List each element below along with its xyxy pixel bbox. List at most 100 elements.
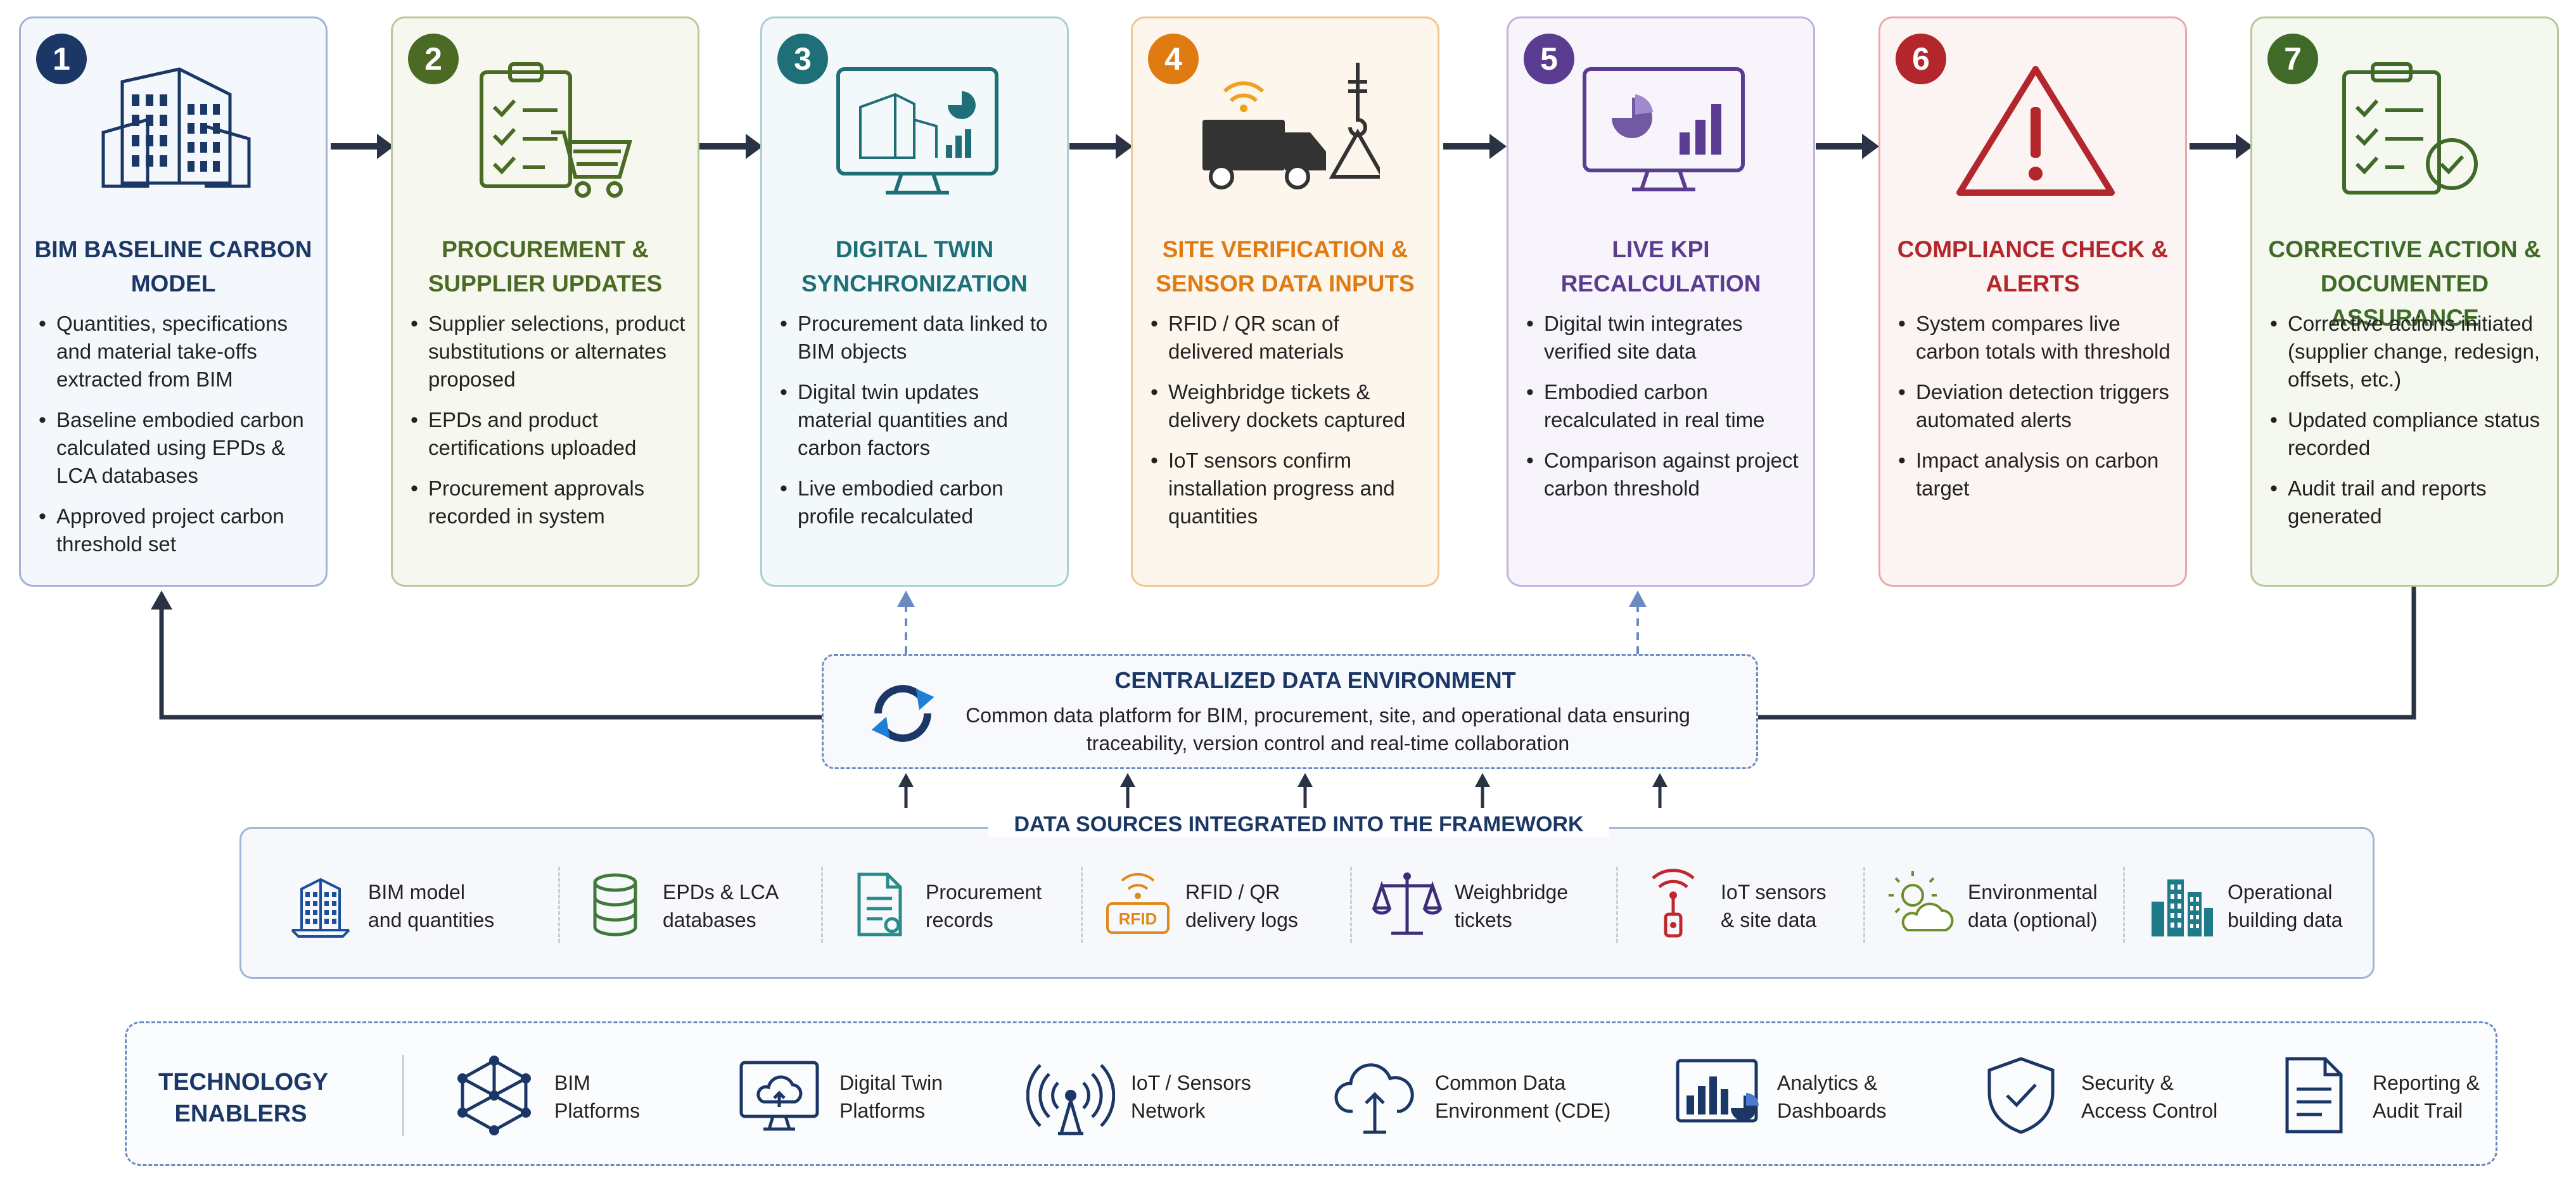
stage-bullet: Digital twin integrates verified site da…	[1525, 310, 1802, 366]
stage-bullet: Embodied carbon recalculated in real tim…	[1525, 378, 1802, 434]
stage-bullet: Deviation detection triggers automated a…	[1897, 378, 2174, 434]
data-sources-panel: BIM model and quantities EPDs & LCA datab…	[239, 827, 2375, 979]
stage-number-badge: 7	[2267, 34, 2318, 84]
stage-title: LIVE KPI RECALCULATION	[1560, 236, 1761, 297]
divider	[1616, 867, 1618, 943]
cde-description: Common data platform for BIM, procuremen…	[966, 704, 1690, 755]
stage-bullet: Comparison against project carbon thresh…	[1525, 447, 1802, 502]
data-source-label: EPDs & LCA databases	[663, 881, 779, 931]
stage-title: DIGITAL TWIN SYNCHRONIZATION	[801, 236, 1028, 297]
stage-bullet: IoT sensors confirm installation progres…	[1149, 447, 1426, 530]
divider	[402, 1055, 404, 1136]
divider	[1081, 867, 1083, 943]
cloud-upload-icon	[1334, 1063, 1414, 1134]
stage-bullet: Updated compliance status recorded	[2269, 406, 2546, 462]
stage-bullet: Live embodied carbon profile recalculate…	[779, 475, 1055, 530]
stage-number-badge: 5	[1524, 34, 1574, 84]
stage-flow-arrows	[331, 134, 2253, 159]
data-source-label: RFID / QR delivery logs	[1185, 881, 1298, 931]
stage-bullet: Impact analysis on carbon target	[1897, 447, 2174, 502]
technology-enabler-label: Reporting & Audit Trail	[2373, 1071, 2480, 1122]
analytics-icon	[1676, 1059, 1759, 1123]
data-sources-title: DATA SOURCES INTEGRATED INTO THE FRAMEWO…	[988, 812, 1609, 837]
report-icon	[2285, 1057, 2343, 1134]
cde-title: CENTRALIZED DATA ENVIRONMENT	[1114, 667, 1516, 693]
stage-number-badge: 6	[1896, 34, 1946, 84]
stage-number-badge: 4	[1148, 34, 1199, 84]
technology-enabler-label: IoT / Sensors Network	[1131, 1071, 1251, 1122]
network-cube-icon	[457, 1056, 531, 1135]
stage-title: SITE VERIFICATION & SENSOR DATA INPUTS	[1156, 236, 1415, 297]
stage-bullet: Procurement approvals recorded in system	[409, 475, 686, 530]
stage-number-badge: 1	[36, 34, 87, 84]
shield-check-icon	[1987, 1057, 2055, 1134]
technology-enabler-label: Analytics & Dashboards	[1777, 1071, 1887, 1122]
technology-enabler-label: Digital Twin Platforms	[839, 1071, 943, 1122]
divider	[2123, 867, 2125, 943]
stage-bullet: Baseline embodied carbon calculated usin…	[37, 406, 314, 490]
monitor-twin-icon	[836, 67, 998, 195]
checklist-cart-icon	[480, 62, 632, 198]
database-icon	[593, 873, 637, 936]
stage-bullets: Supplier selections, product substitutio…	[409, 310, 686, 543]
divider	[558, 867, 560, 943]
scales-icon	[1372, 872, 1443, 935]
warning-icon	[1956, 66, 2115, 196]
building-icon	[291, 878, 350, 938]
stage-bullet: RFID / QR scan of delivered materials	[1149, 310, 1426, 366]
data-source-label: Operational building data	[2228, 881, 2343, 931]
kpi-monitor-icon	[1583, 67, 1745, 191]
divider	[1863, 867, 1865, 943]
data-source-label: Weighbridge tickets	[1455, 881, 1569, 931]
document-icon	[857, 872, 902, 936]
stage-number-badge: 3	[777, 34, 828, 84]
stage-title: BIM BASELINE CARBON MODEL	[34, 236, 312, 297]
return-arrow-to-stage-1	[159, 599, 822, 720]
stage-bullet: Quantities, specifications and material …	[37, 310, 314, 393]
stage-bullets: RFID / QR scan of delivered materialsWei…	[1149, 310, 1426, 543]
source-to-cde-arrows	[898, 773, 1667, 808]
data-source-label: Procurement records	[926, 881, 1042, 931]
technology-enabler-label: Common Data Environment (CDE)	[1435, 1071, 1611, 1122]
wifi-sensor-icon	[1652, 869, 1695, 938]
truck-crane-icon	[1202, 63, 1380, 189]
sync-arrows-icon	[871, 685, 934, 742]
stage-bullets: Quantities, specifications and material …	[37, 310, 314, 571]
stage-bullet: Approved project carbon threshold set	[37, 502, 314, 558]
stage-title: PROCUREMENT & SUPPLIER UPDATES	[428, 236, 663, 297]
stage-bullets: Digital twin integrates verified site da…	[1525, 310, 1802, 515]
technology-enabler-label: BIM Platforms	[554, 1071, 641, 1122]
divider	[821, 867, 823, 943]
divider	[1350, 867, 1352, 943]
technology-enablers-panel: TECHNOLOGY ENABLERS BIM Platforms Digital…	[125, 1021, 2497, 1166]
monitor-cloud-icon	[739, 1061, 819, 1131]
svg-text:RFID: RFID	[1119, 909, 1157, 928]
data-source-label: BIM model and quantities	[368, 881, 495, 931]
data-source-label: IoT sensors & site data	[1721, 881, 1827, 931]
stage-bullet: Digital twin updates material quantities…	[779, 378, 1055, 462]
stage-bullets: Corrective actions initiated (supplier c…	[2269, 310, 2546, 543]
technology-enablers-title: TECHNOLOGY ENABLERS	[158, 1069, 329, 1127]
centralized-data-environment: CENTRALIZED DATA ENVIRONMENT Common data…	[822, 654, 1758, 769]
stage-bullet: EPDs and product certifications uploaded	[409, 406, 686, 462]
data-source-label: Environmental data (optional)	[1968, 881, 2098, 931]
technology-enabler-label: Security & Access Control	[2081, 1071, 2218, 1122]
building-icon	[101, 67, 251, 188]
stage-bullet: Supplier selections, product substitutio…	[409, 310, 686, 393]
stage-bullet: Corrective actions initiated (supplier c…	[2269, 310, 2546, 393]
stage-bullets: System compares live carbon totals with …	[1897, 310, 2174, 515]
stage-title: COMPLIANCE CHECK & ALERTS	[1897, 236, 2169, 297]
sun-cloud-icon	[1889, 871, 1954, 931]
stage-bullet: Weighbridge tickets & delivery dockets c…	[1149, 378, 1426, 434]
stage-bullet: System compares live carbon totals with …	[1897, 310, 2174, 366]
city-icon	[2152, 879, 2213, 936]
stage-bullet: Procurement data linked to BIM objects	[779, 310, 1055, 366]
